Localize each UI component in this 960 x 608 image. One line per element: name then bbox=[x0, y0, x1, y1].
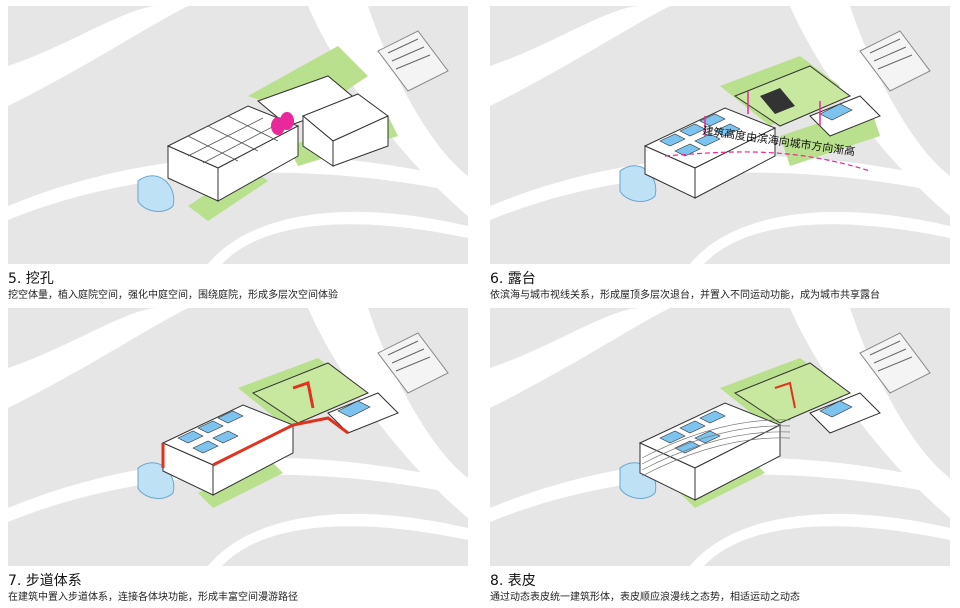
diagram-panel-7: 7. 步道体系 在建筑中置入步道体系，连接各体块功能，形成丰富空间漫游路径 bbox=[8, 308, 468, 603]
site-axonometric-7 bbox=[8, 308, 468, 566]
panel-title: 7. 步道体系 bbox=[8, 573, 82, 589]
panel-title: 5. 挖孔 bbox=[8, 271, 54, 287]
panel-title: 8. 表皮 bbox=[490, 573, 536, 589]
panel-description: 通过动态表皮统一建筑形体，表皮顺应浪漫线之态势，相适运动之动态 bbox=[490, 592, 800, 603]
site-axonometric-5 bbox=[8, 6, 468, 264]
diagram-panel-8: 8. 表皮 通过动态表皮统一建筑形体，表皮顺应浪漫线之态势，相适运动之动态 bbox=[490, 308, 950, 603]
diagram-panel-5: 5. 挖孔 挖空体量，植入庭院空间，强化中庭空间，围绕庭院，形成多层次空间体验 bbox=[8, 6, 468, 301]
diagram-panel-6: 建筑高度由滨海向城市方向渐高 6. 露台 依滨海与城市视线关系，形成屋顶多层次退… bbox=[490, 6, 950, 301]
panel-description: 依滨海与城市视线关系，形成屋顶多层次退台，并置入不同运动功能，成为城市共享露台 bbox=[490, 290, 880, 301]
panel-title: 6. 露台 bbox=[490, 271, 536, 287]
site-axonometric-6: 建筑高度由滨海向城市方向渐高 bbox=[490, 6, 950, 264]
panel-description: 挖空体量，植入庭院空间，强化中庭空间，围绕庭院，形成多层次空间体验 bbox=[8, 290, 338, 301]
site-axonometric-8 bbox=[490, 308, 950, 566]
panel-description: 在建筑中置入步道体系，连接各体块功能，形成丰富空间漫游路径 bbox=[8, 592, 298, 603]
